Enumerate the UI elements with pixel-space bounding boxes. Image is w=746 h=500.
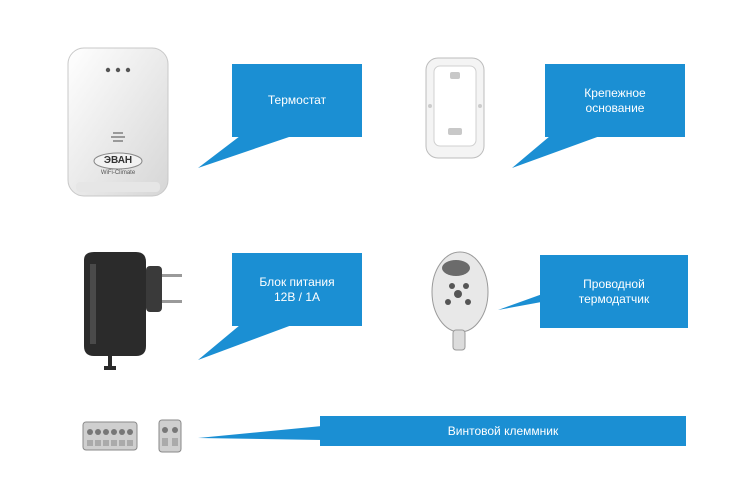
power-adapter-image xyxy=(74,250,186,372)
callout-power: Блок питания 12В / 1А xyxy=(232,253,362,326)
mount-label-line-2: основание xyxy=(585,100,645,115)
callout-sensor: Проводной термодатчик xyxy=(540,255,688,328)
thermostat-label: Термостат xyxy=(267,93,327,107)
callout-mount: Крепежное основание xyxy=(545,64,685,137)
pointer-power xyxy=(198,325,292,360)
thermostat-image: ЭВАН WiFi-Climate xyxy=(66,46,170,198)
terminal-label: Винтовой клеммник xyxy=(447,423,559,438)
device-model: WiFi-Climate xyxy=(100,170,136,176)
terminal-block-small-image xyxy=(158,418,182,454)
power-label-line-1: Блок питания xyxy=(259,274,335,289)
callout-thermostat: Термостат xyxy=(232,64,362,137)
callout-terminal: Винтовой клеммник xyxy=(320,416,686,446)
terminal-block-large-image xyxy=(82,418,138,454)
power-label-line-2: 12В / 1А xyxy=(273,289,321,304)
device-brand: ЭВАН xyxy=(103,155,133,166)
sensor-label-line-2: термодатчик xyxy=(578,291,650,306)
temperature-sensor-image xyxy=(428,250,492,356)
sensor-label-line-1: Проводной xyxy=(583,276,645,291)
pointer-mount xyxy=(512,136,600,168)
pointer-thermostat xyxy=(198,136,292,168)
pointer-terminal xyxy=(198,426,322,440)
mounting-base-image xyxy=(420,56,490,162)
mount-label-line-1: Крепежное xyxy=(584,85,646,100)
